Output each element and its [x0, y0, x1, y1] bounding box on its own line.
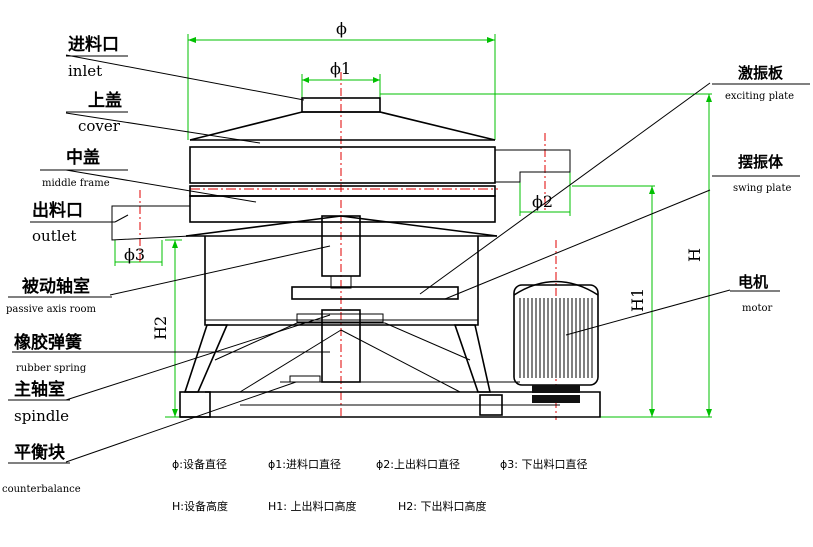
label-passive-axis-cn: 被动轴室 — [22, 276, 90, 297]
label-rubber-spring-en: rubber spring — [16, 363, 87, 374]
label-motor-en: motor — [742, 303, 773, 314]
dim-phi1: ϕ1 — [330, 59, 351, 78]
dim-phi2: ϕ2 — [532, 192, 553, 211]
legend: ϕ:设备直径 ϕ1:进料口直径 ϕ2:上出料口直径 ϕ3: 下出料口直径 H:设… — [172, 457, 587, 513]
dim-phi3: ϕ3 — [124, 245, 145, 264]
label-exciting-plate-en: exciting plate — [725, 91, 794, 102]
label-inlet-cn: 进料口 — [68, 34, 119, 55]
leader-lines — [12, 54, 731, 463]
legend-phi2: ϕ2:上出料口直径 — [376, 457, 460, 471]
label-counterbalance-cn: 平衡块 — [14, 442, 66, 463]
label-cover-en: cover — [78, 117, 121, 135]
legend-H1: H1: 上出料口高度 — [268, 499, 356, 513]
dim-phi: ϕ — [336, 19, 347, 38]
motor-drawing — [513, 280, 599, 403]
dimension-lines — [114, 34, 712, 418]
label-swing-plate-en: swing plate — [733, 183, 791, 194]
label-middle-frame-en: middle frame — [42, 178, 110, 189]
label-spindle-en: spindle — [14, 407, 69, 425]
dim-H2: H2 — [151, 316, 170, 340]
label-outlet-cn: 出料口 — [32, 200, 83, 221]
dim-H: H — [685, 248, 704, 262]
legend-phi1: ϕ1:进料口直径 — [268, 457, 341, 471]
centerlines — [139, 72, 557, 420]
legend-phi: ϕ:设备直径 — [172, 457, 227, 471]
label-cover-cn: 上盖 — [88, 90, 122, 111]
label-passive-axis-en: passive axis room — [6, 304, 97, 315]
label-middle-frame-cn: 中盖 — [66, 147, 100, 168]
label-inlet-en: inlet — [68, 62, 102, 80]
left-labels: 进料口 inlet 上盖 cover 中盖 middle frame 出料口 o… — [2, 34, 128, 495]
legend-phi3: ϕ3: 下出料口直径 — [500, 457, 587, 471]
label-counterbalance-en: counterbalance — [2, 484, 81, 495]
dim-H1: H1 — [628, 288, 647, 312]
legend-H: H:设备高度 — [172, 499, 228, 513]
label-spindle-cn: 主轴室 — [14, 379, 65, 400]
label-exciting-plate-cn: 激振板 — [738, 64, 784, 82]
right-labels: 激振板 exciting plate 摆振体 swing plate 电机 mo… — [712, 64, 810, 314]
label-motor-cn: 电机 — [738, 273, 768, 291]
dimension-labels: ϕ ϕ1 ϕ2 ϕ3 H H1 H2 — [124, 19, 704, 340]
label-rubber-spring-cn: 橡胶弹簧 — [14, 332, 82, 353]
label-outlet-en: outlet — [32, 227, 76, 245]
machine-body — [111, 97, 601, 418]
legend-H2: H2: 下出料口高度 — [398, 499, 486, 513]
label-swing-plate-cn: 摆振体 — [738, 153, 784, 171]
